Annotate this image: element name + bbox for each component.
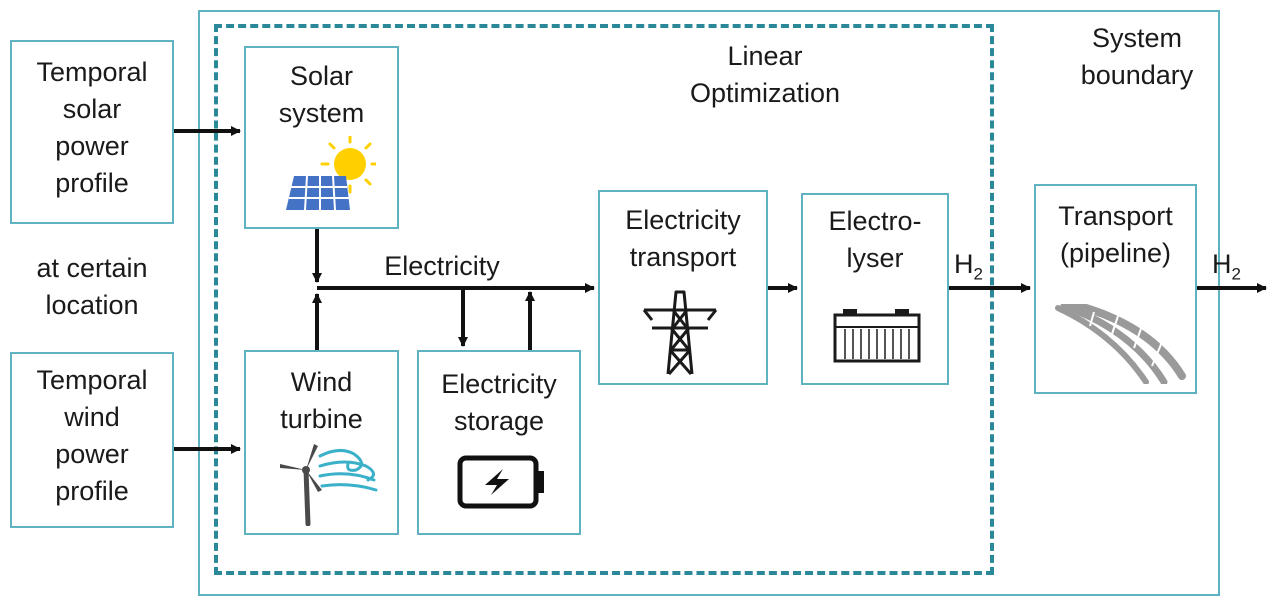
system-boundary-label: System boundary: [1080, 23, 1194, 90]
h2-output-label: H2: [1212, 249, 1241, 284]
electrolyser-label: Electro- lyser: [828, 206, 922, 273]
electrolyser-box: Electro- lyser: [801, 193, 949, 385]
pipeline-transport-label: Transport (pipeline): [1058, 201, 1173, 268]
electrolyser-icon: [833, 309, 921, 363]
wind-profile-box: Temporal wind power profile: [10, 352, 174, 528]
pipeline-transport-box: Transport (pipeline): [1034, 184, 1197, 394]
solar-profile-label: Temporal solar power profile: [36, 57, 148, 198]
solar-system-label: Solar system: [278, 61, 365, 128]
solar-system-box: Solar system: [244, 46, 399, 229]
optimization-label: Linear Optimization: [689, 41, 841, 108]
location-label: at certain location: [36, 253, 148, 320]
pipeline-icon: [1055, 304, 1186, 384]
solar-profile-box: Temporal solar power profile: [10, 40, 174, 224]
solar-panel-sun-icon: [286, 136, 376, 211]
electricity-storage-box: Electricity storage: [417, 350, 581, 535]
battery-icon: [457, 455, 544, 509]
wind-turbine-icon: [280, 444, 378, 526]
wind-profile-label: Temporal wind power profile: [36, 365, 148, 506]
electricity-transport-box: Electricity transport: [598, 190, 768, 385]
electricity-flow-label: Electricity: [384, 251, 500, 281]
h2-flow-label: H2: [954, 249, 983, 284]
wind-turbine-label: Wind turbine: [280, 367, 363, 434]
electricity-storage-label: Electricity storage: [441, 369, 557, 436]
linear-optimization-boundary: [214, 24, 994, 575]
electricity-transport-label: Electricity transport: [625, 205, 741, 272]
wind-turbine-box: Wind turbine: [244, 350, 399, 535]
power-pylon-icon: [642, 290, 718, 375]
